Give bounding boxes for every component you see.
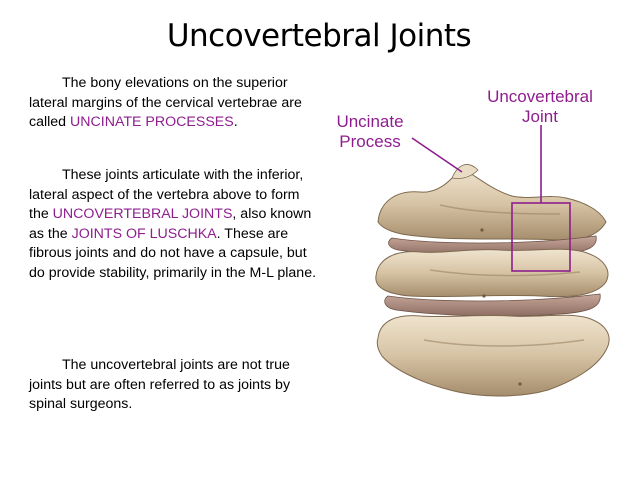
- foramen-dot: [480, 228, 484, 232]
- bottom-vertebra-ridge: [423, 339, 585, 347]
- paragraph-joints: These joints articulate with the inferio…: [29, 166, 321, 283]
- p2-term-luschka: JOINTS OF LUSCHKA: [71, 225, 217, 242]
- p2-text-c: . These are fibrous joints and do not ha…: [29, 225, 317, 281]
- middle-vertebra-body: [375, 248, 609, 298]
- paragraph-surgeons: The uncovertebral joints are not true jo…: [29, 356, 321, 415]
- p2-text-b: , also known as the: [29, 206, 312, 242]
- p1-end: .: [233, 114, 238, 130]
- label-uncinate-line2: Process: [339, 132, 401, 151]
- paragraph-uncinate: The bony elevations on the superior late…: [29, 74, 321, 133]
- joint-highlight-box: [511, 202, 571, 272]
- top-vertebra: [377, 164, 607, 241]
- foramen-dot: [518, 382, 522, 386]
- p3-text: The uncovertebral joints are not true jo…: [29, 357, 291, 412]
- top-vertebra-body: [377, 167, 607, 241]
- p1-text: The bony elevations on the superior late…: [29, 75, 302, 130]
- label-joint-line2: Joint: [522, 107, 558, 126]
- p1-term-uncinate: UNCINATE PROCESSES: [70, 114, 234, 130]
- bottom-vertebra-body: [376, 314, 610, 397]
- p2-text-a: These joints articulate with the inferio…: [29, 167, 304, 222]
- slide-title: Uncovertebral Joints: [166, 18, 472, 54]
- p2-term-uncovertebral: UNCOVERTEBRAL JOINTS: [52, 206, 233, 222]
- foramen-dot: [482, 294, 486, 298]
- intervertebral-disc-lower: [384, 293, 601, 317]
- uncinate-pointer-line: [411, 137, 463, 173]
- middle-vertebra-ridge: [429, 269, 581, 277]
- label-uncinate-process: Uncinate Process: [328, 112, 412, 152]
- bottom-vertebra: [376, 314, 610, 397]
- label-uncovertebral-joint: Uncovertebral Joint: [466, 87, 614, 127]
- top-vertebra-shadow: [439, 204, 561, 215]
- middle-vertebra: [375, 248, 609, 298]
- label-uncinate-line1: Uncinate: [336, 112, 404, 131]
- label-joint-line1: Uncovertebral: [487, 87, 593, 106]
